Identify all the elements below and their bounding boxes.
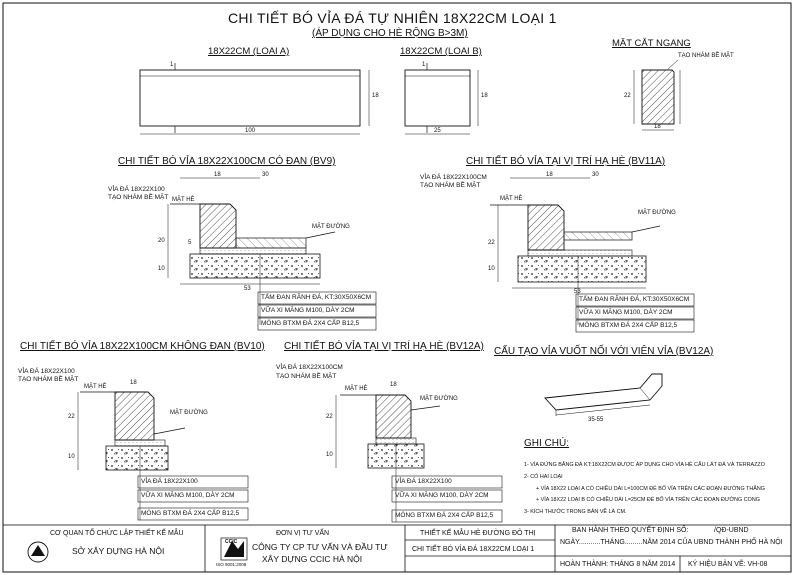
bv10-mat-duong: MẶT ĐƯỜNG [170, 410, 208, 416]
bv11a-mat-duong: MẶT ĐƯỜNG [638, 210, 676, 216]
ccic-logo [220, 537, 248, 561]
bv12a-dim-h2: 10 [326, 452, 333, 458]
note-line-5: 3- KÍCH THƯỚC TRONG BẢN VẼ LÀ CM. [524, 509, 627, 515]
decision-date: NGÀY...........THÁNG.........NĂM 2014 CỦ… [560, 539, 783, 546]
bv11a-curb-label: VỈA ĐÁ 18X22X100CM [420, 174, 487, 181]
bv11a-legend-foundation: MÓNG BTXM ĐÁ 2X4 CẤP B12,5 [579, 322, 678, 329]
notes-heading: GHI CHÚ: [524, 438, 569, 449]
title-block-grid [2, 524, 792, 573]
doc-name: THIẾT KẾ MẪU HÈ ĐƯỜNG ĐÔ THỊ [420, 530, 536, 537]
bv9-title: CHI TIẾT BÓ VỈA 18X22X100CM CÓ ĐAN (BV9) [118, 156, 336, 167]
iso-text: ISO 9001:2008 [216, 562, 247, 567]
page-title: CHI TIẾT BÓ VỈA ĐÁ TỰ NHIÊN 18X22CM LOẠI… [228, 10, 557, 26]
bv12a-mat-duong: MẶT ĐƯỜNG [420, 396, 458, 402]
bv12a-title: CHI TIẾT BÓ VỈA TẠI VỊ TRÍ HẠ HÈ (BV12A) [284, 341, 484, 352]
bv9-mat-he: MẶT HÈ [172, 197, 195, 203]
type-b-elevation [404, 63, 479, 135]
taper-title: CẤU TẠO VỈA VUỐT NỐI VỚI VIÊN VỈA (BV12A… [494, 346, 714, 357]
org-name: SỞ XÂY DỰNG HÀ NỘI [72, 546, 165, 556]
bv10-title: CHI TIẾT BÓ VỈA 18X22X100CM KHÔNG ĐAN (B… [20, 341, 265, 352]
type-a-height: 18 [372, 93, 379, 99]
ccic-logo-text: CCIC [225, 539, 238, 545]
bv11a-legend-mortar: VỮA XI MĂNG M100, DÀY 2CM [579, 309, 673, 316]
bv10-legend-foundation: MÓNG BTXM ĐÁ 2X4 CẤP B12,5 [141, 510, 240, 517]
bv11a-mat-he: MẶT HÈ [500, 196, 523, 202]
bv11a-legend-slab: TẤM ĐAN RÃNH ĐÁ, KT:30X50X6CM [579, 296, 690, 303]
bv12a-mat-he: MẶT HÈ [345, 386, 368, 392]
bv9-mat-duong: MẶT ĐƯỜNG [312, 224, 350, 230]
section-width: 18 [654, 124, 661, 130]
bv10-dim-top-1: 18 [130, 380, 137, 386]
bv10-section [77, 391, 186, 520]
so-xay-dung-logo [27, 541, 49, 563]
bv10-legend-mortar: VỮA XI MĂNG M100, DÀY 2CM [141, 492, 235, 499]
type-b-length: 25 [434, 128, 441, 134]
type-a-label: 18X22CM (LOẠI A) [208, 46, 290, 57]
bv10-dim-h1: 22 [68, 414, 75, 420]
consult-name-1: CÔNG TY CP TƯ VẤN VÀ ĐẦU TƯ [252, 542, 388, 552]
bv12a-dim-top-1: 18 [390, 382, 397, 388]
decision-number: BAN HÀNH THEO QUYẾT ĐỊNH SỐ: [572, 527, 689, 534]
completion-date: HOÀN THÀNH: THÁNG 8 NĂM 2014 [560, 561, 676, 568]
section-note: TẠO NHÁM BỀ MẶT [678, 53, 734, 59]
bv12a-legend-mortar: VỮA XI MĂNG M100, DÀY 2CM [395, 492, 489, 499]
bv12a-rough-label: TẠO NHÁM BỀ MẶT [276, 373, 337, 380]
note-line-1: 1- VỈA ĐỨNG BẰNG ĐÁ KT:18X22CM ĐƯỢC ÁP D… [524, 462, 765, 468]
note-line-3: + VỈA 18X22 LOẠI A CÓ CHIỀU DÀI L=100CM … [536, 486, 765, 492]
type-b-label: 18X22CM (LOẠI B) [400, 46, 482, 57]
type-b-cut-mark: 1 [422, 62, 426, 68]
bv11a-title: CHI TIẾT BÓ VỈA TẠI VỊ TRÍ HẠ HÈ (BV11A) [466, 156, 666, 167]
bv9-legend-slab: TẤM ĐAN RÃNH ĐÁ, KT:30X50X6CM [261, 294, 372, 301]
bv9-dim-top-2: 30 [262, 172, 269, 178]
taper-dim: 35-55 [588, 417, 604, 423]
bv10-mat-he: MẶT HÈ [84, 384, 107, 390]
bv9-legend-mortar: VỮA XI MĂNG M100, DÀY 2CM [261, 307, 355, 314]
bv9-legend-foundation: MÓNG BTXM ĐÁ 2X4 CẤP B12,5 [261, 320, 360, 327]
type-b-height: 18 [481, 93, 488, 99]
decision-code: /QĐ-UBND [714, 527, 749, 534]
bv11a-dim-top-2: 30 [592, 172, 599, 178]
bv10-curb-label: VỈA ĐÁ 18X22X100 [18, 368, 75, 375]
drawing-name: CHI TIẾT BÓ VỈA ĐÁ 18X22CM LOẠI 1 [412, 546, 535, 553]
consult-name-2: XÂY DỰNG CCIC HÀ NỘI [262, 554, 363, 564]
bv9-section [167, 177, 336, 325]
bv11a-dim-top-1: 18 [546, 172, 553, 178]
bv12a-dim-h1: 22 [326, 414, 333, 420]
bv12a-curb-label: VỈA ĐÁ 18X22X100CM [276, 364, 343, 371]
bv11a-rough-label: TẠO NHÁM BỀ MẶT [420, 182, 481, 189]
type-a-length: 100 [245, 128, 256, 134]
consult-label: ĐƠN VỊ TƯ VẤN [276, 530, 330, 537]
legend-boxes [137, 291, 695, 523]
bv11a-dim-h1: 22 [488, 240, 495, 246]
type-a-cut-mark: 1 [170, 62, 174, 68]
bv9-rough-label: TẠO NHÁM BỀ MẶT [108, 194, 169, 201]
bv12a-section [335, 394, 441, 522]
bv9-dim-h1: 20 [158, 238, 165, 244]
taper-curb-view [544, 373, 663, 416]
note-line-4: + VỈA 18X22 LOẠI B CÓ CHIỀU DÀI L=25CM Đ… [536, 497, 760, 503]
bv9-dim-top-1: 18 [214, 172, 221, 178]
bv9-dim-h3: 5 [188, 240, 192, 246]
bv11a-section [490, 177, 661, 325]
sheet-code: KÝ HIỆU BẢN VẼ: VH-08 [688, 561, 768, 568]
bv10-dim-h2: 10 [68, 454, 75, 460]
section-height: 22 [624, 93, 631, 99]
bv9-dim-h2: 10 [158, 266, 165, 272]
bv12a-legend-foundation: MÓNG BTXM ĐÁ 2X4 CẤP B12,5 [395, 512, 494, 519]
bv12a-legend-curb: VỈA ĐÁ 18X22X100 [395, 478, 452, 485]
bv9-dim-bottom: 53 [244, 286, 251, 292]
bv10-legend-curb: VỈA ĐÁ 18X22X100 [141, 478, 198, 485]
page-subtitle: (ÁP DỤNG CHO HÈ RỘNG B>3M) [312, 28, 468, 39]
bv11a-dim-h2: 10 [488, 266, 495, 272]
bv9-curb-label: VỈA ĐÁ 18X22X100 [108, 186, 165, 193]
org-label: CƠ QUAN TỔ CHỨC LẬP THIẾT KẾ MẪU [50, 530, 184, 537]
type-a-elevation [139, 63, 370, 135]
section-label: MẶT CẮT NGANG [612, 38, 691, 49]
bv10-rough-label: TẠO NHÁM BỀ MẶT [18, 376, 79, 383]
note-line-2: 2- CÓ HAI LOẠI [524, 474, 563, 480]
cross-section-view [633, 59, 681, 131]
bv11a-dim-bottom: 53 [574, 289, 581, 295]
